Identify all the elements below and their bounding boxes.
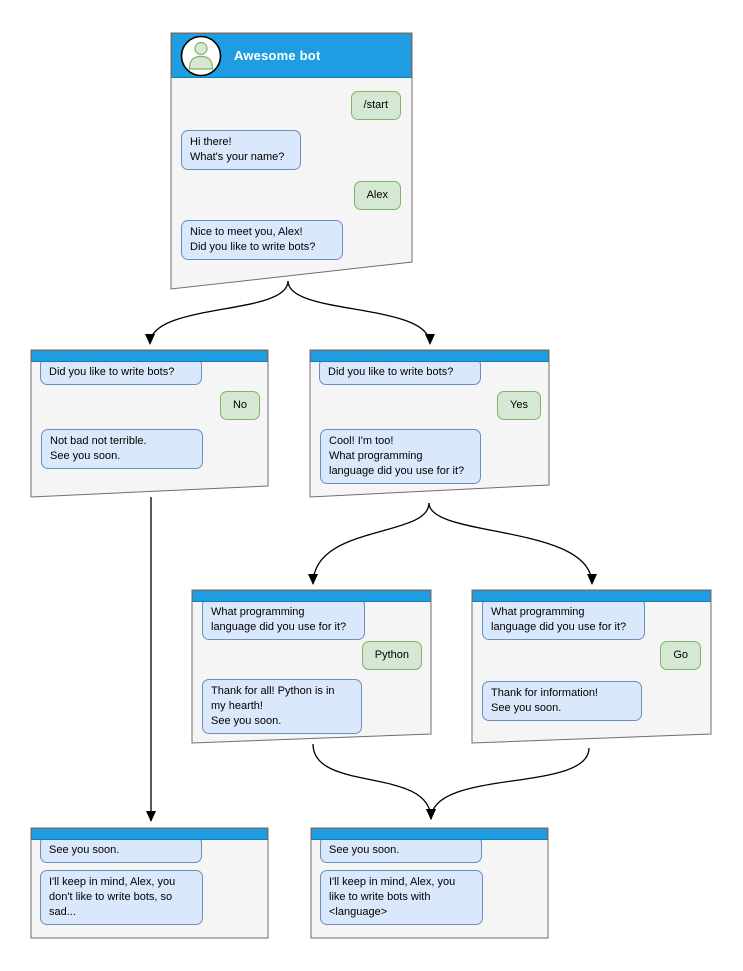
arrow-yes-to-python	[308, 502, 430, 585]
bot-message: Thank for information! See you soon.	[482, 681, 642, 721]
user-message: No	[219, 391, 260, 420]
bot-message: See you soon.	[320, 836, 482, 863]
bot-message: Cool! I'm too! What programming language…	[320, 429, 481, 484]
user-message: Yes	[497, 391, 541, 420]
arrow-root-to-no	[145, 280, 289, 345]
window-end-language-header	[311, 828, 548, 840]
bot-message: Nice to meet you, Alex! Did you like to …	[181, 220, 343, 260]
bot-message: What programming language did you use fo…	[202, 598, 365, 640]
bot-message: Thank for all! Python is in my hearth! S…	[202, 679, 362, 734]
arrow-yes-to-go	[428, 502, 597, 585]
window-end-no-header	[31, 828, 268, 840]
bot-message: What programming language did you use fo…	[482, 598, 645, 640]
user-message: Python	[361, 641, 422, 670]
bot-message: Did you like to write bots?	[40, 358, 202, 385]
bot-message: Hi there! What's your name?	[181, 130, 301, 170]
bot-message: I'll keep in mind, Alex, you don't like …	[40, 870, 203, 925]
window-branch-yes-header	[310, 350, 549, 362]
arrow-python-to-end	[312, 743, 436, 820]
window-root-header: Awesome bot	[171, 33, 412, 78]
person-icon	[180, 35, 222, 76]
bot-avatar	[180, 35, 222, 77]
user-message: Alex	[353, 181, 401, 210]
bot-message: Not bad not terrible. See you soon.	[41, 429, 203, 469]
user-message: Go	[660, 641, 701, 670]
arrow-go-to-end	[426, 747, 590, 820]
arrow-root-to-yes	[287, 280, 435, 345]
window-branch-go-header	[472, 590, 711, 602]
window-branch-no-header	[31, 350, 268, 362]
bot-message: I'll keep in mind, Alex, you like to wri…	[320, 870, 483, 925]
bot-message: See you soon.	[40, 836, 202, 863]
bot-message: Did you like to write bots?	[319, 358, 481, 385]
user-message: /start	[350, 91, 401, 120]
window-branch-python-header	[192, 590, 431, 602]
window-title: Awesome bot	[234, 48, 321, 63]
